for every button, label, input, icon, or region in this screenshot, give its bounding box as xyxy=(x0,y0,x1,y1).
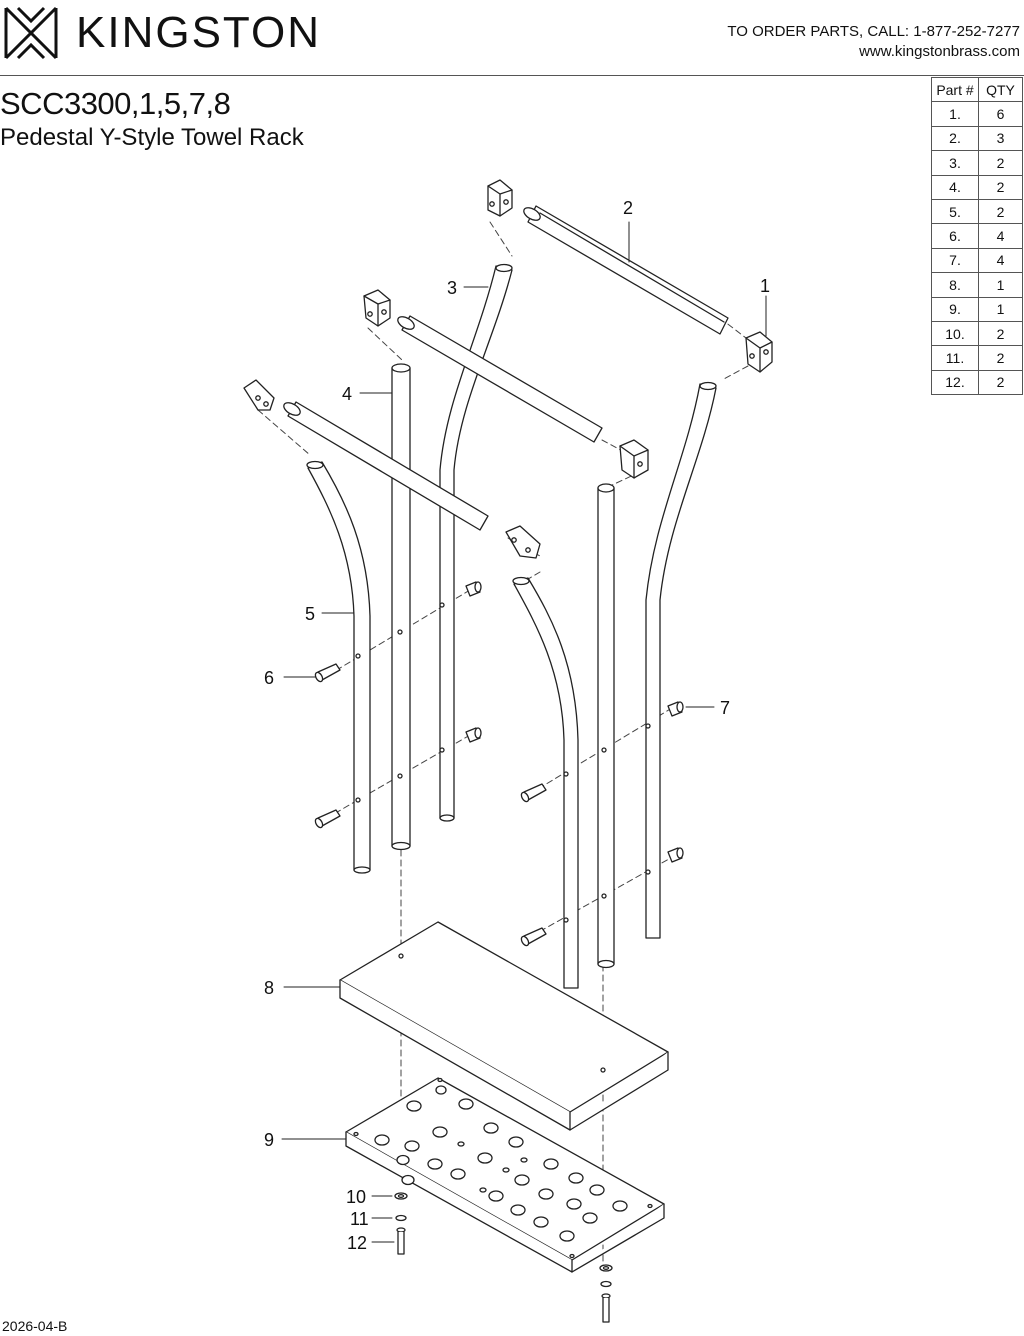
brand-name: KINGSTON xyxy=(76,8,322,57)
website-link[interactable]: www.kingstonbrass.com xyxy=(859,43,1020,60)
base-board xyxy=(339,921,669,1131)
part-number: 4. xyxy=(931,174,979,200)
callout-4: 4 xyxy=(342,384,352,404)
callout-8: 8 xyxy=(264,978,274,998)
model-number: SCC3300,1,5,7,8 xyxy=(0,86,231,121)
tall-curved-post-right xyxy=(645,381,717,939)
towel-bar-front xyxy=(283,401,489,531)
part-number: 1. xyxy=(931,101,979,127)
connector-top-right xyxy=(745,331,773,373)
part-qty: 1 xyxy=(978,272,1023,298)
part-qty: 6 xyxy=(978,101,1023,127)
part-qty: 4 xyxy=(978,247,1023,274)
towel-bar-top xyxy=(523,205,729,335)
part-qty: 1 xyxy=(978,296,1023,322)
callout-2: 2 xyxy=(623,198,633,218)
table-row: 6.4 xyxy=(931,223,1023,249)
part-qty: 3 xyxy=(978,125,1023,152)
connector-front-right xyxy=(505,525,541,559)
document-number: 2026-04-B xyxy=(2,1318,68,1334)
kingston-logo-icon xyxy=(4,6,58,60)
table-row: 7.4 xyxy=(931,247,1023,274)
part-qty: 2 xyxy=(978,345,1023,371)
table-row: 8.1 xyxy=(931,272,1023,298)
screw-cap-part-7 xyxy=(465,581,684,863)
connector-mid-right xyxy=(619,439,649,479)
part-qty: 4 xyxy=(978,223,1023,249)
header-divider xyxy=(0,75,1024,76)
table-row: 9.1 xyxy=(931,296,1023,322)
part-number: 10. xyxy=(931,320,979,347)
callout-11: 11 xyxy=(350,1209,369,1229)
part-qty: 2 xyxy=(978,369,1023,396)
post-holes xyxy=(355,602,651,923)
table-row: 3.2 xyxy=(931,150,1023,176)
table-row: 10.2 xyxy=(931,320,1023,347)
connector-mid-left xyxy=(363,289,391,327)
curved-post-front-right xyxy=(512,576,579,989)
callout-9: 9 xyxy=(264,1130,274,1150)
callout-6: 6 xyxy=(264,668,274,688)
table-row: 12.2 xyxy=(931,369,1023,396)
callout-7: 7 xyxy=(720,698,730,718)
part-number: 7. xyxy=(931,247,979,274)
curved-post-front-left xyxy=(306,460,371,874)
screw-part-6 xyxy=(314,663,547,947)
plate-holes xyxy=(353,1077,653,1259)
connector-front-left xyxy=(243,379,275,411)
callout-labels: 2 1 3 4 5 6 7 8 9 10 11 12 xyxy=(264,198,770,1253)
tall-curved-post-back xyxy=(439,263,513,822)
contact-info: TO ORDER PARTS, CALL: 1-877-252-7277 www… xyxy=(727,22,1020,62)
hardware-right xyxy=(599,1264,613,1323)
table-row: 2.3 xyxy=(931,125,1023,152)
table-row: 11.2 xyxy=(931,345,1023,371)
callout-1: 1 xyxy=(760,276,770,296)
straight-post-right xyxy=(597,483,615,969)
part-number: 8. xyxy=(931,272,979,298)
straight-post-left xyxy=(391,363,411,851)
brand-logo: KINGSTON xyxy=(2,2,332,64)
parts-table: Part # QTY 1.6 2.3 3.2 4.2 5.2 6.4 7.4 8… xyxy=(931,76,1023,396)
part-qty: 2 xyxy=(978,174,1023,200)
order-phone-line: TO ORDER PARTS, CALL: 1-877-252-7277 xyxy=(727,23,1020,40)
product-name: Pedestal Y-Style Towel Rack xyxy=(0,124,304,151)
hardware-left xyxy=(394,1192,408,1255)
towel-bar-middle xyxy=(397,315,603,443)
base-plate xyxy=(345,1077,665,1273)
table-row: 1.6 xyxy=(931,101,1023,127)
part-qty: 2 xyxy=(978,198,1023,225)
table-row: 4.2 xyxy=(931,174,1023,200)
callout-leaders xyxy=(281,221,767,1243)
callout-5: 5 xyxy=(305,604,315,624)
connector-top-back xyxy=(487,179,513,217)
callout-3: 3 xyxy=(447,278,457,298)
header-qty: QTY xyxy=(978,76,1023,103)
part-number: 6. xyxy=(931,223,979,249)
table-row: 5.2 xyxy=(931,198,1023,225)
part-qty: 2 xyxy=(978,320,1023,347)
callout-10: 10 xyxy=(346,1187,366,1207)
parts-table-header: Part # QTY xyxy=(931,76,1023,103)
callout-12: 12 xyxy=(347,1233,367,1253)
